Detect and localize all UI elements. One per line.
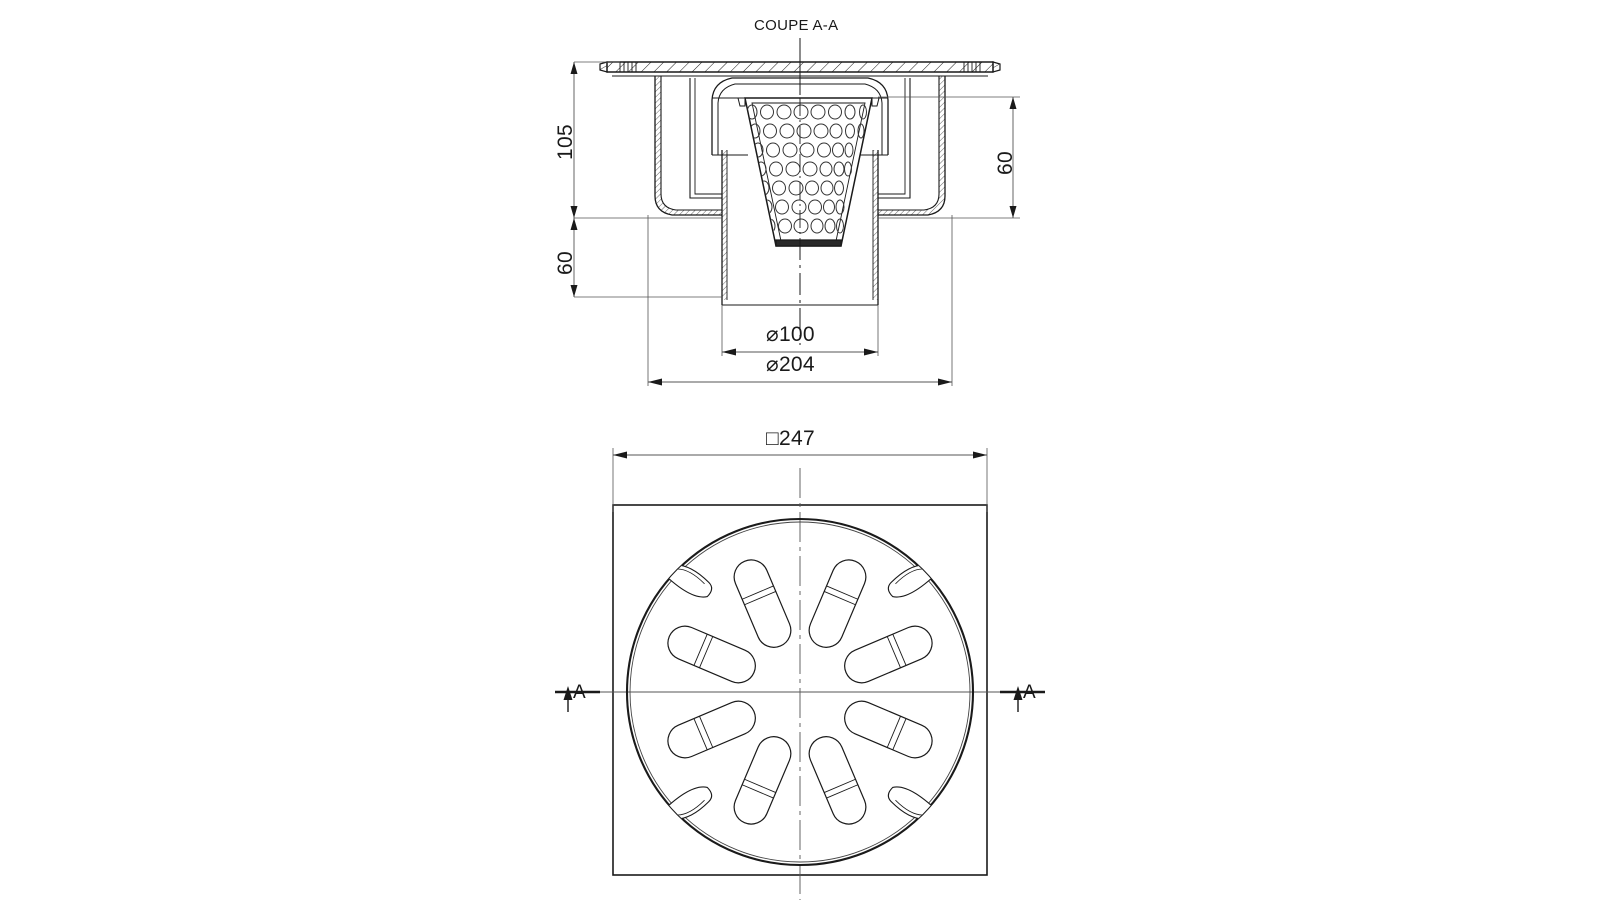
- perforated-basket: [737, 97, 880, 247]
- dimension-label-square-247: □247: [766, 427, 815, 450]
- dimension-diameter-100: [721, 305, 879, 356]
- outlet-pipe: [721, 150, 879, 306]
- dimension-label-diameter-100: ⌀100: [766, 323, 815, 346]
- dimension-label-105: 105: [554, 124, 577, 160]
- grate-outer-circle: [625, 517, 975, 867]
- dimension-label-diameter-204: ⌀204: [766, 353, 815, 376]
- section-marker-label-left: A: [573, 682, 586, 703]
- section-marker-right: [1000, 686, 1045, 712]
- dimension-label-60-right: 60: [994, 151, 1017, 175]
- section-view-group: [570, 38, 1020, 386]
- dimension-label-60-left: 60: [554, 251, 577, 275]
- grate-inner-circle: [629, 521, 971, 863]
- section-marker-label-right: A: [1023, 682, 1036, 703]
- dimension-105: [570, 61, 620, 218]
- flange-plate: [599, 61, 1001, 77]
- drain-inner-collar: [689, 77, 911, 199]
- dimension-diameter-204: [647, 215, 953, 386]
- section-marker-left: [555, 686, 600, 712]
- dimension-square-247: [612, 448, 988, 512]
- dimension-60-left: [570, 218, 578, 297]
- plan-view-group: [555, 448, 1045, 900]
- plan-centerlines: [555, 468, 1045, 900]
- drain-body-wall: [654, 76, 946, 216]
- section-view-title: COUPE A-A: [754, 17, 839, 34]
- grate-slots: [667, 559, 933, 825]
- dimension-60-right: [1009, 97, 1017, 218]
